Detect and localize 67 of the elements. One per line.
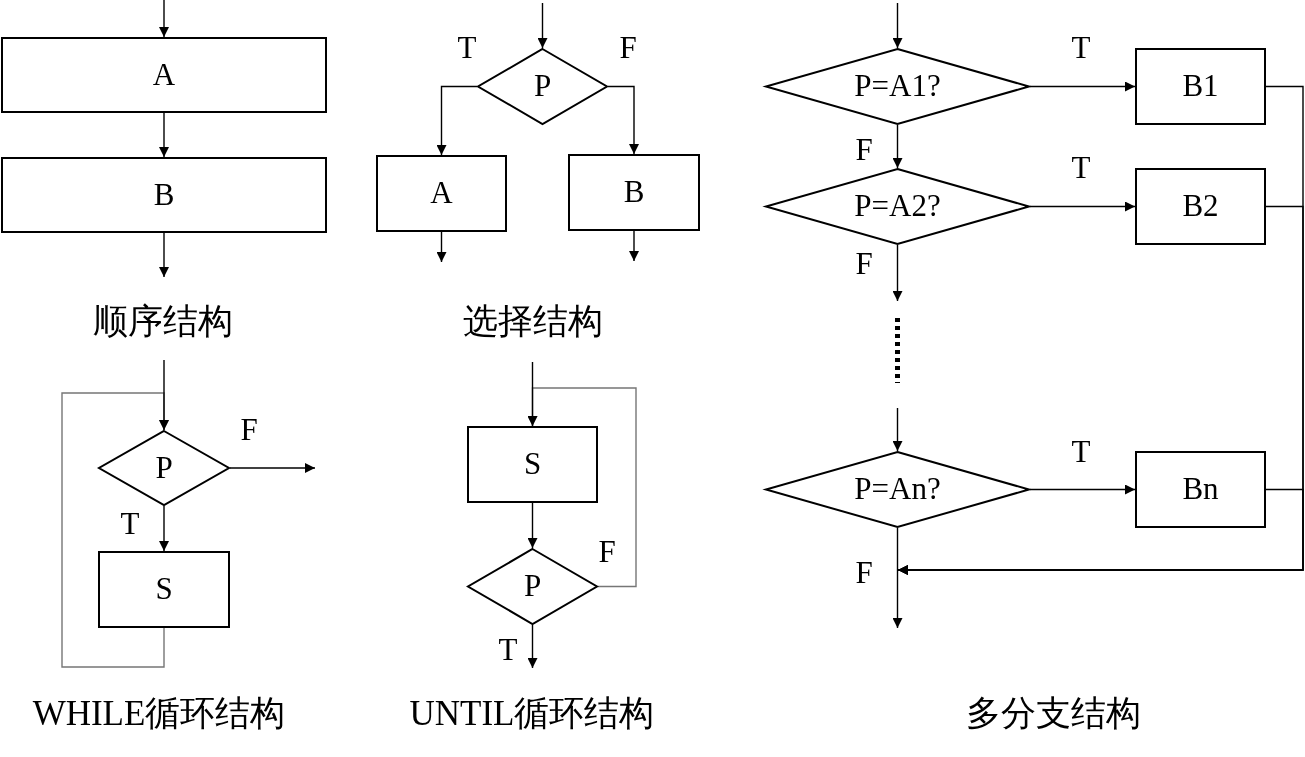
decision-diamond (765, 48, 1030, 125)
arrow (159, 359, 169, 431)
structure-caption: 顺序结构 (93, 301, 233, 343)
condition-label: P (533, 70, 552, 103)
arrow (607, 85, 639, 155)
edge-label: T (1071, 31, 1091, 65)
edge-label: T (120, 507, 140, 541)
arrow (897, 488, 1304, 575)
structure-caption: 选择结构 (463, 301, 603, 343)
process-box (1135, 48, 1266, 125)
step-label: B1 (1182, 70, 1219, 103)
condition-label: P=An? (854, 473, 941, 506)
structure-caption: WHILE循环结构 (32, 693, 286, 735)
decision-diamond (477, 48, 608, 125)
process-box (1135, 168, 1266, 245)
arrow (537, 2, 548, 49)
edge-label: F (855, 247, 873, 281)
arrow (892, 407, 903, 452)
condition-label: P=A2? (854, 190, 941, 223)
process-box (568, 154, 700, 231)
process-box (1, 37, 327, 113)
step-label: B2 (1182, 190, 1219, 223)
edge-label: T (457, 31, 477, 65)
arrow (629, 230, 639, 262)
arrow (892, 124, 903, 169)
arrow (527, 361, 538, 427)
process-box (1135, 451, 1266, 528)
step-label: A (152, 58, 176, 92)
decision-diamond (98, 430, 230, 506)
process-box (467, 426, 598, 503)
edge-label: T (1071, 435, 1091, 469)
arrow (892, 244, 903, 302)
arrow (436, 231, 447, 263)
step-label: B (623, 176, 645, 209)
arrow (527, 502, 538, 549)
arrow (159, 0, 169, 38)
arrow (229, 463, 316, 473)
step-label: B (153, 178, 175, 212)
condition-label: P (523, 570, 542, 603)
arrow (436, 85, 478, 156)
step-label: A (430, 177, 453, 210)
edge-label: F (598, 535, 616, 569)
edge-label: F (619, 31, 637, 65)
arrow (527, 624, 538, 669)
decision-diamond (765, 451, 1030, 528)
edge-label: T (1071, 151, 1091, 185)
process-box (376, 155, 507, 232)
step-label: S (155, 573, 173, 606)
arrow (159, 112, 169, 158)
edge-label: T (498, 633, 518, 667)
process-box (98, 551, 230, 628)
structure-caption: UNTIL循环结构 (409, 693, 655, 735)
step-label: Bn (1182, 473, 1219, 506)
edge-label: F (855, 556, 873, 590)
structure-caption: 多分支结构 (965, 693, 1141, 735)
condition-label: P=A1? (854, 70, 941, 103)
arrow (159, 232, 169, 278)
decision-diamond (765, 168, 1030, 245)
edge-label: F (855, 133, 873, 167)
step-label: S (523, 448, 542, 481)
condition-label: P (155, 451, 173, 485)
process-box (1, 157, 327, 233)
decision-diamond (467, 548, 598, 625)
arrow (159, 505, 169, 552)
arrow (892, 527, 903, 629)
arrow (892, 2, 903, 49)
edge-label: F (240, 413, 258, 447)
